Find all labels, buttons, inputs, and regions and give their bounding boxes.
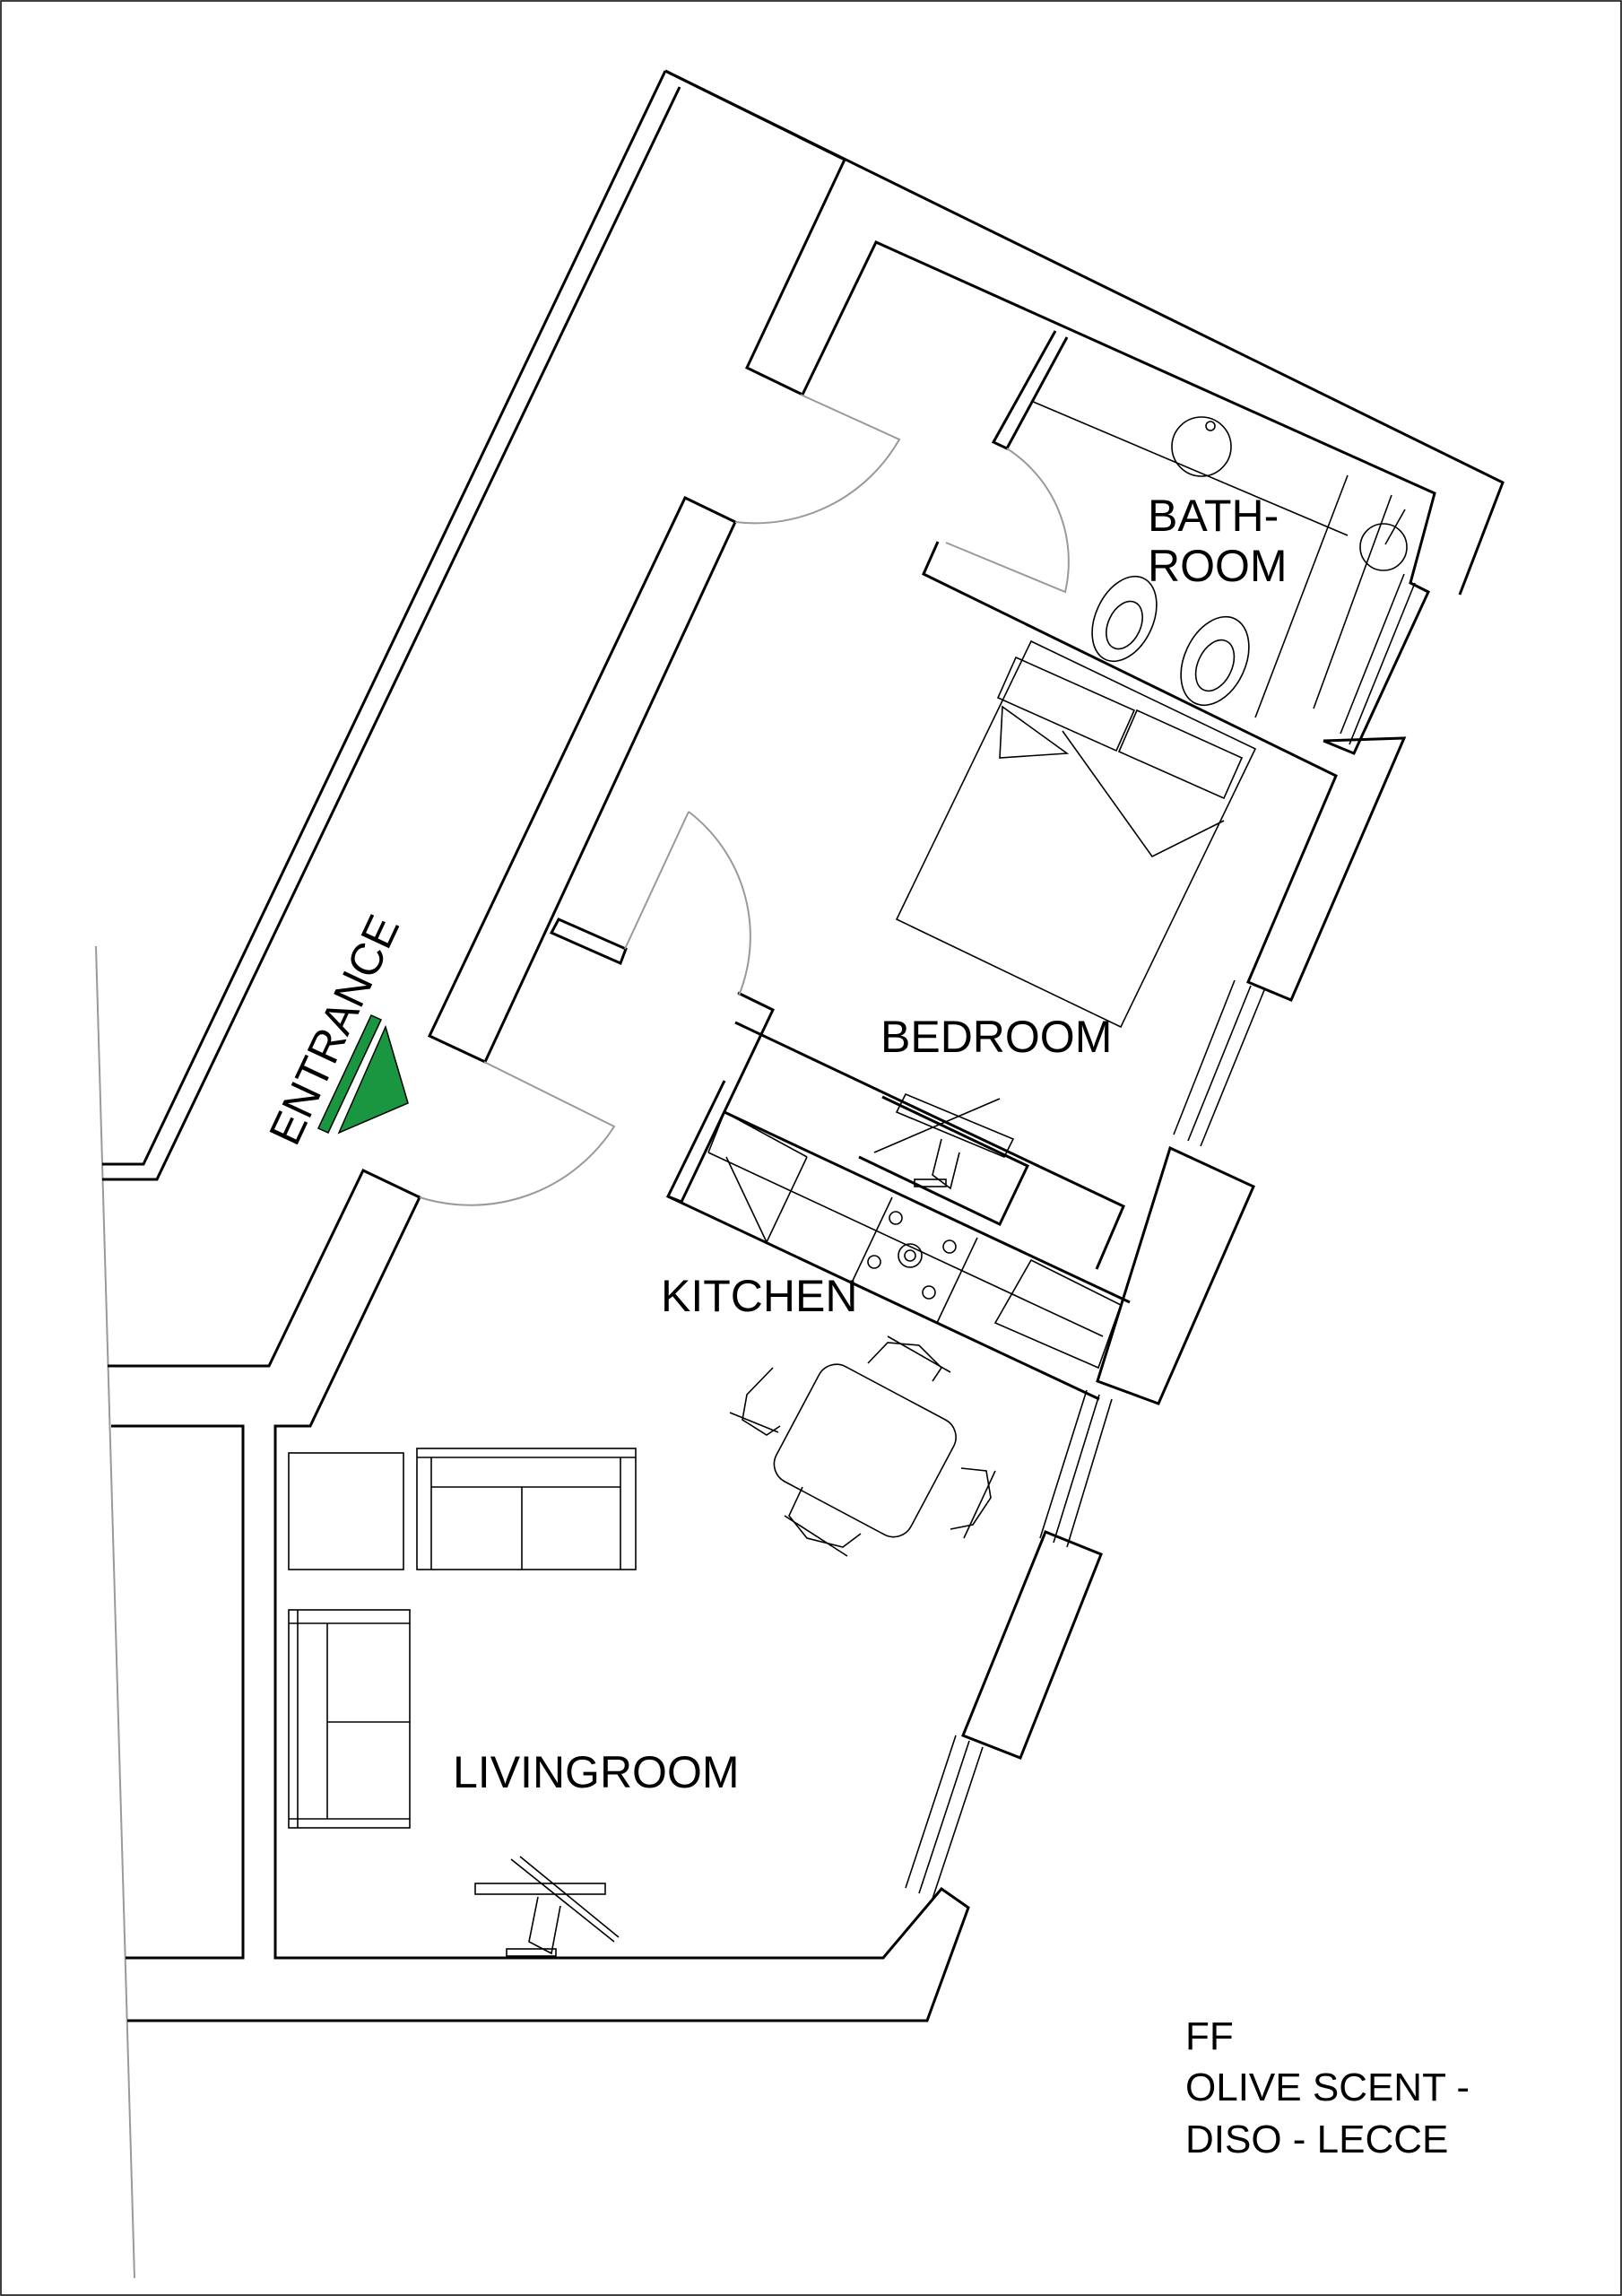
- dining-chair: [788, 1486, 862, 1548]
- windows: [905, 573, 1429, 1900]
- sofa: [416, 1448, 637, 1570]
- entrance-bar-icon: [317, 1014, 383, 1134]
- room-label-bedroom: BEDROOM: [880, 1012, 1112, 1062]
- site-boundary-line: [95, 945, 135, 2279]
- dining-chair: [950, 1467, 992, 1530]
- dining-chair: [867, 1342, 943, 1382]
- kitchen-counter: [707, 1111, 1122, 1370]
- bedroom-desk: [858, 1092, 1030, 1227]
- sink-icon: [1171, 416, 1232, 477]
- entrance-marker: [317, 1014, 409, 1135]
- room-label-bathroom-2: ROOM: [1148, 541, 1288, 591]
- dining-chair: [742, 1367, 781, 1436]
- caption-location: DISO - LECCE: [1185, 2118, 1448, 2161]
- living-furniture: [288, 1448, 637, 1829]
- bidet-icon: [1091, 575, 1158, 663]
- double-bed: [895, 639, 1257, 1029]
- exterior-walls: [102, 69, 1505, 2022]
- room-label-livingroom: LIVINGROOM: [453, 1747, 739, 1797]
- stove-burner-icon: [898, 1243, 923, 1268]
- caption-property: OLIVE SCENT -: [1185, 2066, 1470, 2109]
- armchair: [288, 1452, 404, 1570]
- interior-walls: [427, 159, 1436, 1760]
- room-label-bathroom: BATH-: [1148, 491, 1279, 541]
- toilet-icon: [1180, 615, 1250, 707]
- caption-floor: FF: [1185, 2014, 1234, 2058]
- room-label-kitchen: KITCHEN: [661, 1271, 857, 1321]
- sofa: [288, 1609, 411, 1829]
- living-desk: [474, 1856, 620, 1957]
- bathroom-fixtures: [1030, 400, 1408, 718]
- dining-table: [729, 1335, 996, 1557]
- entrance-arrow-icon: [337, 1024, 409, 1135]
- door-swings: [419, 394, 1070, 1206]
- shower-drain-icon: [1359, 523, 1408, 571]
